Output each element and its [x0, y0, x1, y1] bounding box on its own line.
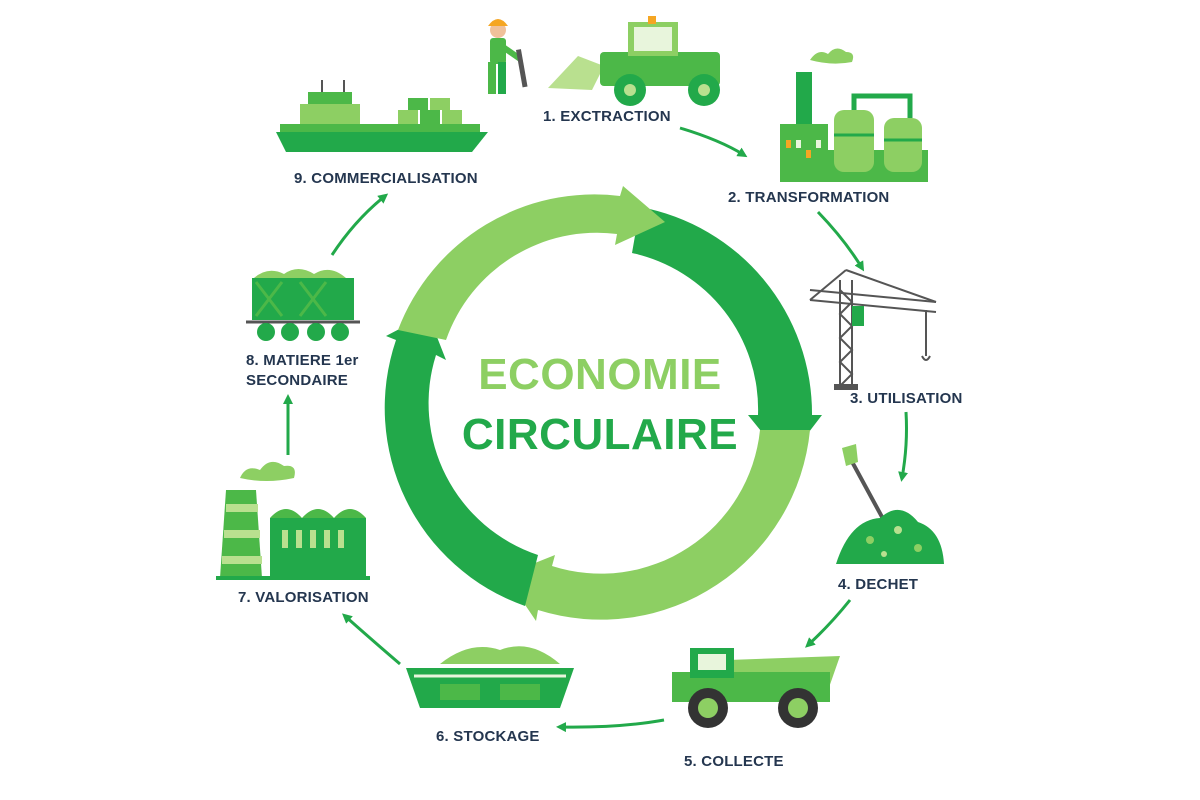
- step-connectors: [283, 126, 908, 733]
- rail-wagon-icon: [246, 269, 360, 341]
- waste-pile-icon: [836, 444, 944, 564]
- cycle-arrow-right: [632, 207, 822, 462]
- step-text: EXCTRACTION: [560, 108, 671, 125]
- skip-container-icon: [406, 646, 574, 708]
- step-label-transformation: 2. TRANSFORMATION: [728, 189, 889, 206]
- step-number: 4.: [838, 576, 851, 593]
- cargo-ship-icon: [276, 80, 488, 152]
- connector-8-9: [330, 193, 389, 256]
- cycle-ring: [384, 186, 822, 621]
- factory-icon: [780, 48, 928, 182]
- center-title-line2: CIRCULAIRE: [461, 410, 739, 459]
- step-label-utilisation: 3. UTILISATION: [850, 390, 963, 407]
- connector-3-4: [898, 411, 908, 482]
- step-text: COLLECTE: [701, 753, 784, 770]
- step-label-commercialisation: 9. COMMERCIALISATION: [294, 170, 478, 187]
- step-label-collecte: 5. COLLECTE: [684, 753, 784, 770]
- cycle-arrow-bottom: [505, 430, 810, 621]
- step-text: MATIERE 1er: [263, 352, 359, 369]
- cycle-arrow-top: [398, 186, 665, 340]
- step-label-extraction: 1. EXCTRACTION: [543, 108, 671, 125]
- step-text: TRANSFORMATION: [745, 189, 890, 206]
- connector-4-5: [805, 599, 852, 648]
- crane-icon: [809, 269, 937, 390]
- excavation-icon: [488, 16, 720, 106]
- step-label-matiere: 8. MATIERE 1er SECONDAIRE: [246, 351, 359, 391]
- step-number: 6.: [436, 728, 449, 745]
- step-text: VALORISATION: [255, 589, 369, 606]
- step-number: 3.: [850, 390, 863, 407]
- step-text: COMMERCIALISATION: [311, 170, 478, 187]
- step-label-valorisation: 7. VALORISATION: [238, 589, 369, 606]
- step-label-stockage: 6. STOCKAGE: [436, 728, 540, 745]
- connector-6-7: [342, 613, 401, 666]
- step-text-line2: SECONDAIRE: [246, 372, 349, 389]
- step-number: 7.: [238, 589, 251, 606]
- dump-truck-icon: [672, 648, 840, 728]
- step-text: STOCKAGE: [453, 728, 540, 745]
- center-title-line1: ECONOMIE: [478, 350, 722, 399]
- step-number: 5.: [684, 753, 697, 770]
- step-label-dechet: 4. DECHET: [838, 576, 918, 593]
- recycling-plant-icon: [216, 461, 370, 580]
- step-number: 2.: [728, 189, 741, 206]
- cycle-arrow-left: [384, 314, 538, 606]
- connector-5-6: [556, 718, 665, 733]
- step-number: 1.: [543, 108, 556, 125]
- step-number: 8.: [246, 352, 259, 369]
- step-number: 9.: [294, 170, 307, 187]
- connector-2-3: [816, 210, 865, 272]
- step-text: DECHET: [855, 576, 919, 593]
- step-text: UTILISATION: [867, 390, 963, 407]
- connector-1-2: [679, 126, 748, 158]
